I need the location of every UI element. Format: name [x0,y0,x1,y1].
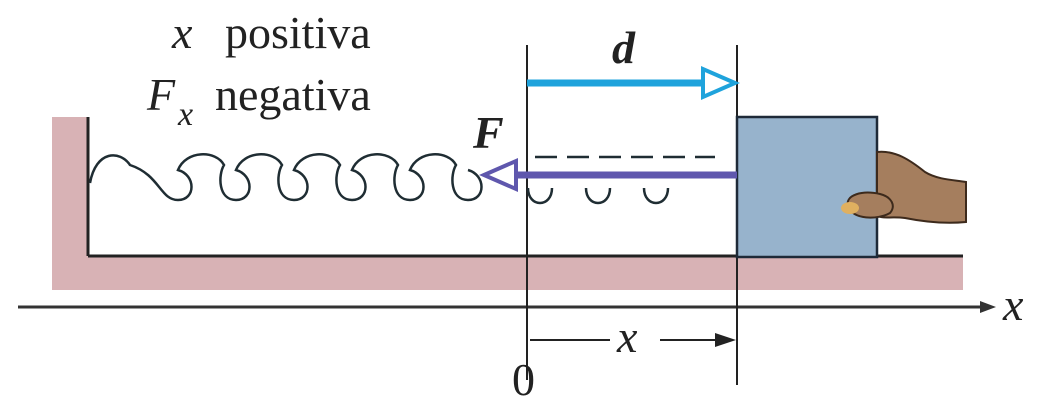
x-axis-label: x [1002,279,1024,330]
fx-variable-label: F [146,69,176,120]
force-arrow-head [479,157,518,193]
fx-subscript-label: x [177,96,193,133]
origin-label: 0 [512,354,535,400]
x-axis-arrowhead [980,301,996,313]
spring-ghost-loop [584,187,612,205]
spring [88,153,483,202]
block [735,115,879,259]
hand-pushing-icon [841,150,967,224]
displacement-arrow-head [701,65,740,101]
spring-coil [88,153,483,202]
force-label: F [472,107,504,158]
displacement-label: d [612,22,636,73]
spring-ghost-loop [642,187,670,205]
spring-compressed-ghost [526,155,715,205]
position-measure-arrowhead [715,333,736,347]
wall-and-floor [52,117,963,290]
position-label: x [616,311,638,362]
x-variable-label: x [171,7,193,58]
x-state-label: positiva [225,7,371,58]
fx-state-label: negativa [215,69,371,120]
spring-ghost-loop [526,187,554,205]
